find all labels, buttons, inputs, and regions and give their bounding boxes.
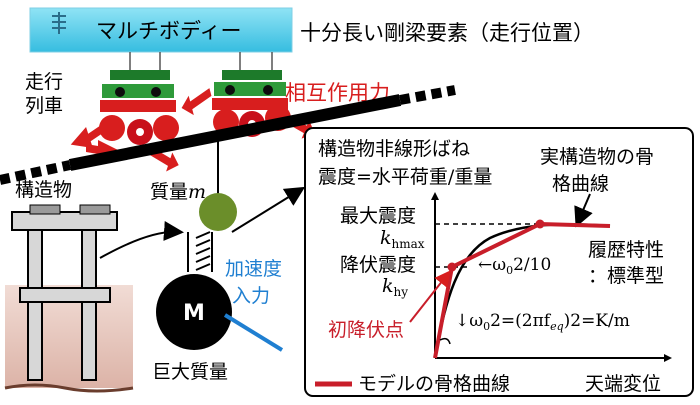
rigid-beam-right-ext	[399, 85, 456, 105]
rigid-beam	[68, 94, 402, 171]
actual-curve-arrow	[574, 193, 593, 228]
mass-m-label: 質量m	[150, 181, 206, 203]
accel-label-1: 加速度	[225, 258, 282, 280]
omega-formula-label: ↓ω02=(2πfeq)2=K/m	[455, 311, 630, 333]
actual-curve-label-1: 実構造物の骨	[540, 146, 654, 168]
first-yield-label: 初降伏点	[328, 319, 404, 341]
structure-arrow	[99, 221, 184, 259]
spring-symbol-icon	[52, 12, 66, 34]
inset-title-2: 震度=水平荷重/重量	[318, 166, 492, 188]
accel-label-2: 入力	[232, 285, 270, 307]
omega-over-10-label: ←ω02/10	[478, 255, 551, 277]
model-skeleton-curve	[433, 221, 611, 359]
actual-curve-label-2: 格曲線	[552, 173, 609, 195]
legend-label: モデルの骨格曲線	[358, 373, 510, 395]
acceleration-line	[223, 313, 284, 352]
first-yield-point	[447, 262, 457, 272]
huge-mass-m-label: M	[183, 301, 205, 326]
hysteresis-label-1: 履歴特性	[588, 239, 664, 261]
rigid-beam-left-ext	[0, 160, 72, 185]
inset-box	[304, 127, 694, 397]
hysteresis-label-2: ：標準型	[588, 265, 664, 287]
yield-seismic-label: 降伏震度	[340, 254, 416, 276]
huge-mass-label: 巨大質量	[152, 361, 228, 383]
max-point	[535, 219, 545, 229]
multibody-label: マルチボディー	[96, 19, 242, 43]
y-axis-arrow	[431, 192, 439, 200]
mass-to-inset-arrow	[231, 186, 306, 233]
mass-m-ball	[199, 193, 237, 231]
structure-graphic	[4, 204, 134, 393]
initial-stiffness-arc	[439, 337, 451, 345]
x-axis-arrow	[664, 354, 672, 362]
train-label-1: 走行	[25, 71, 63, 93]
khmax-label: khmax	[380, 227, 425, 251]
first-yield-arrow	[409, 270, 451, 323]
spring-graphic	[187, 231, 213, 272]
train-label-2: 列車	[25, 95, 63, 117]
multibody-connectors	[129, 52, 273, 72]
bogie-left	[99, 70, 179, 145]
khy-label: khy	[382, 275, 408, 299]
multibody-block: マルチボディー	[29, 7, 293, 53]
huge-mass-ball	[156, 274, 232, 350]
inset-title-1: 構造物非線形ばね	[318, 138, 470, 160]
max-seismic-label: 最大震度	[340, 205, 416, 227]
x-axis-label: 天端変位	[585, 373, 661, 395]
beam-label: 十分長い剛梁要素（走行位置）	[300, 21, 594, 45]
structure-label: 構造物	[15, 179, 72, 201]
